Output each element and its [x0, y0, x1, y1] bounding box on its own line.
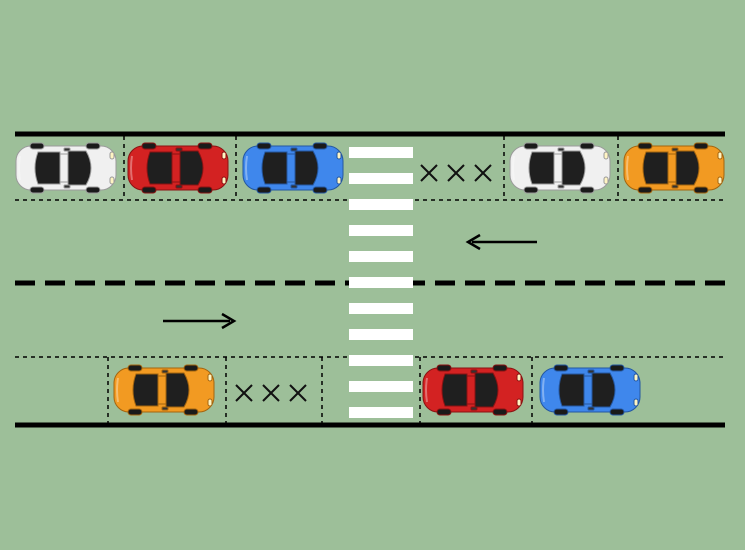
car-blue-top	[242, 142, 344, 194]
car-red-top	[127, 142, 229, 194]
no-parking-marks-top	[420, 164, 492, 182]
car-white-top-2	[509, 142, 611, 194]
car-white-top-1	[15, 142, 117, 194]
bottom-stall-dividers	[107, 357, 533, 423]
arrow-right-icon	[163, 312, 237, 330]
car-blue-bottom	[539, 364, 641, 416]
car-orange-bottom	[113, 364, 215, 416]
car-red-bottom	[422, 364, 524, 416]
no-parking-marks-bottom	[235, 384, 307, 402]
car-orange-top	[623, 142, 725, 194]
crosswalk	[349, 147, 413, 418]
arrow-left-icon	[465, 233, 537, 251]
top-stall-dividers	[123, 136, 619, 200]
